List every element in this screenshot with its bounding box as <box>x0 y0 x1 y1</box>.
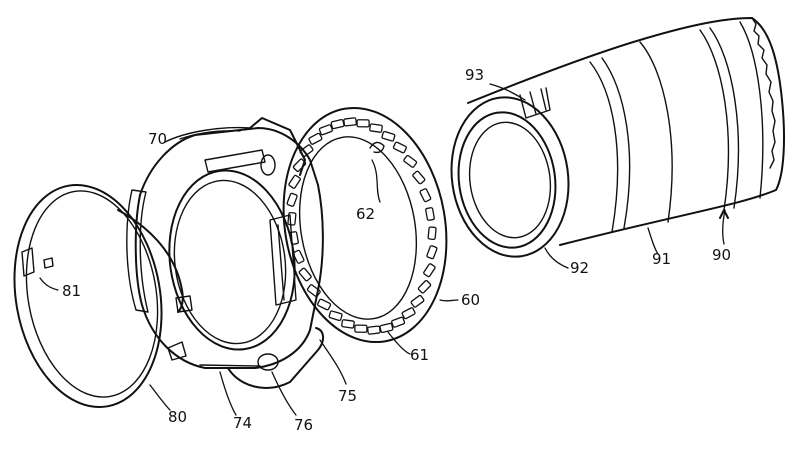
tube-body-90 <box>450 17 785 258</box>
leader-75 <box>319 339 347 385</box>
ring-slot <box>330 118 345 130</box>
ring-slot <box>356 119 370 128</box>
ring-slot <box>317 298 332 311</box>
label-62: 62 <box>356 205 375 223</box>
leader-76 <box>271 371 297 416</box>
ring-slot <box>287 211 297 226</box>
leader-62 <box>371 159 381 203</box>
ring-slots-61 <box>286 117 438 335</box>
ring-slot <box>308 132 323 145</box>
ring-slot <box>354 324 368 333</box>
ring-slot <box>417 280 432 294</box>
ring-slot <box>381 130 396 142</box>
ring-slot <box>298 267 312 282</box>
leader-92 <box>544 247 569 269</box>
label-60: 60 <box>461 291 480 309</box>
ring-slot <box>419 188 432 203</box>
ring-slot <box>306 284 321 298</box>
leader-74 <box>219 371 237 416</box>
ring-slot <box>379 322 394 334</box>
ring-slot <box>412 170 426 185</box>
leader-60 <box>439 299 459 302</box>
leader-90 <box>721 209 726 245</box>
slotted-ring-60 <box>282 106 448 344</box>
leader-93 <box>489 83 526 101</box>
ring-slot <box>292 249 305 264</box>
reference-numerals: 70 62 60 61 75 76 74 80 81 93 92 91 90 <box>62 66 731 434</box>
label-70: 70 <box>148 130 167 148</box>
ring-slot <box>318 124 333 136</box>
arrow-90 <box>719 209 729 219</box>
label-76: 76 <box>294 416 313 434</box>
label-80: 80 <box>168 408 187 426</box>
ring-slot <box>423 263 436 278</box>
ring-slot <box>425 207 435 221</box>
label-91: 91 <box>652 250 671 268</box>
label-61: 61 <box>410 346 429 364</box>
spring-ring-80 <box>13 183 193 409</box>
label-92: 92 <box>570 259 589 277</box>
leader-lines <box>39 83 729 416</box>
ring-slot <box>403 154 418 168</box>
leader-81 <box>39 277 59 291</box>
ring-slot <box>369 123 383 133</box>
leader-91 <box>647 227 659 255</box>
leader-80 <box>149 384 171 411</box>
ring-slot <box>410 294 425 308</box>
ring-slot <box>427 226 437 241</box>
ring-slot <box>341 319 355 329</box>
ring-slot <box>286 192 298 207</box>
ring-slot <box>328 310 343 322</box>
leader-61 <box>387 331 411 355</box>
ring-slot <box>367 325 381 335</box>
label-93: 93 <box>465 66 484 84</box>
ring-slot <box>391 316 406 328</box>
label-90: 90 <box>712 246 731 264</box>
label-75: 75 <box>338 387 357 405</box>
housing-70 <box>126 117 324 389</box>
label-74: 74 <box>233 414 252 432</box>
ring-slot <box>426 245 438 260</box>
label-81: 81 <box>62 282 81 300</box>
ring-slot <box>392 141 407 154</box>
leader-70 <box>179 130 241 140</box>
ring-slot <box>288 174 301 189</box>
ring-slot <box>343 117 357 127</box>
ring-slot <box>401 307 416 320</box>
